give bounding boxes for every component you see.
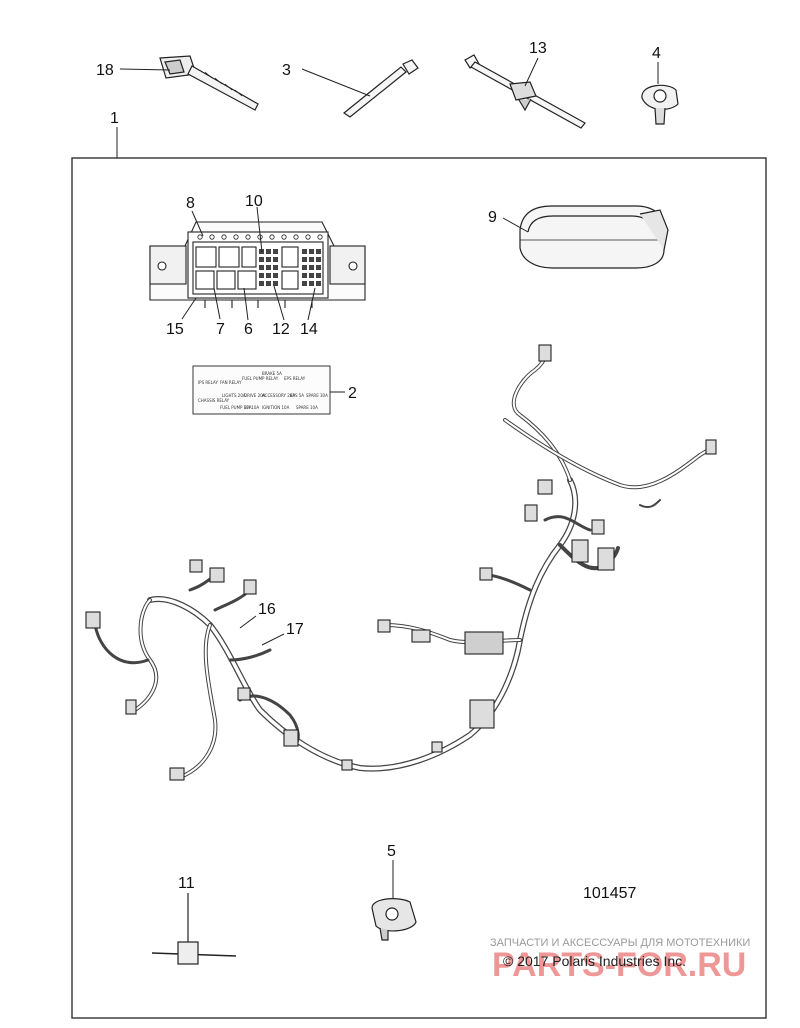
label-lights: LIGHTS 20A [222,393,246,398]
watermark-brand: PARTS-FOR.RU [492,946,746,984]
label-fan-relay: FAN RELAY [220,380,242,385]
label-fuel-pump: FUEL PUMP 10A [220,405,252,410]
fuse-box [149,221,366,308]
part-2-fuse-label: IPS RELAY FAN RELAY FUEL PUMP RELAY BRAK… [192,365,331,415]
callout-6: 6 [244,321,253,338]
part-4-clip [641,84,679,125]
harness-connectors [85,344,717,781]
label-ignition: IGNITION 10A [262,405,290,410]
callout-7: 7 [216,321,225,338]
callout-13: 13 [529,40,547,57]
callout-12: 12 [272,321,290,338]
callout-11: 11 [178,875,195,892]
drawing-number: 101457 [583,885,636,902]
callout-8: 8 [186,195,195,212]
callout-15: 15 [166,321,184,338]
label-eps-relay: EPS RELAY [284,376,306,381]
callout-2: 2 [348,385,357,402]
label-drive: DRIVE 20A [244,393,266,398]
copyright-text: © 2017 Polaris Industries Inc. [503,953,686,969]
callout-4: 4 [652,45,661,62]
callout-17: 17 [286,621,304,638]
callout-14: 14 [300,321,318,338]
label-fuel-pump-relay: FUEL PUMP RELAY [242,376,279,381]
label-efi: EFI 10A [244,405,259,410]
label-ips-relay: IPS RELAY [198,380,218,385]
callout-5: 5 [387,843,396,860]
label-spare-10: SPARE 10A [296,405,318,410]
callout-1: 1 [110,110,119,127]
callout-10: 10 [245,193,263,210]
callout-18: 18 [96,62,114,79]
part-18-push-mount-tie [159,55,259,111]
part-11-splice [151,893,237,965]
part-5-connector [371,898,417,941]
part-9-cover [519,205,669,269]
main-wire-harness [93,353,714,777]
kit-frame [71,157,767,1019]
callout-3: 3 [282,62,291,79]
label-spare-30: SPARE 30A [306,393,328,398]
callout-16: 16 [258,601,276,618]
label-brake: BRAKE 5A [262,371,282,376]
label-accessory: ACCESSORY 20A [262,393,295,398]
label-eps: EPS 5A [290,393,304,398]
part-3-cable-tie [342,59,419,118]
callout-9: 9 [488,209,497,226]
watermark-line1: ЗАПЧАСТИ И АКСЕССУАРЫ ДЛЯ МОТОТЕХНИКИ [490,937,750,949]
part-13-tie-with-clip [464,54,586,129]
label-chassis-relay: CHASSIS RELAY [198,398,230,403]
